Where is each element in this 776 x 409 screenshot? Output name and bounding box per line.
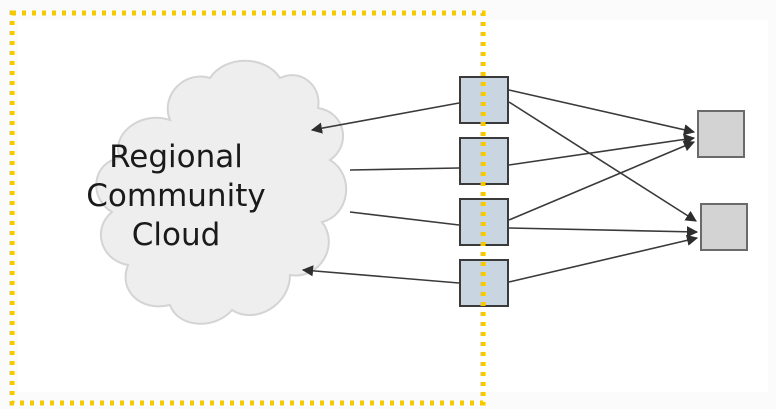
- edge-m4-to-cloud: [301, 265, 460, 284]
- cloud-label: Regional Community Cloud: [56, 138, 296, 255]
- edge-m3-to-r1: [508, 140, 696, 221]
- cloud-shape: [95, 59, 348, 325]
- edge-m3-to-r2: [508, 226, 699, 238]
- edges: [301, 89, 699, 284]
- right-nodes: [697, 110, 748, 251]
- right-node-1: [697, 110, 745, 158]
- edge-cloud-to-m2: [349, 167, 460, 171]
- edge-m4-to-r2: [508, 234, 699, 283]
- edge-m1-to-cloud: [310, 102, 460, 134]
- cloud-label-line-1: Regional: [109, 139, 243, 175]
- edge-m1-to-r2: [508, 101, 697, 222]
- cloud-label-line-2: Community: [86, 178, 266, 214]
- right-node-2: [700, 203, 748, 251]
- edge-m1-to-r1: [508, 89, 696, 136]
- edge-m2-to-r1: [508, 133, 696, 166]
- edge-cloud-to-m3: [349, 211, 460, 226]
- cloud-label-line-3: Cloud: [131, 217, 221, 253]
